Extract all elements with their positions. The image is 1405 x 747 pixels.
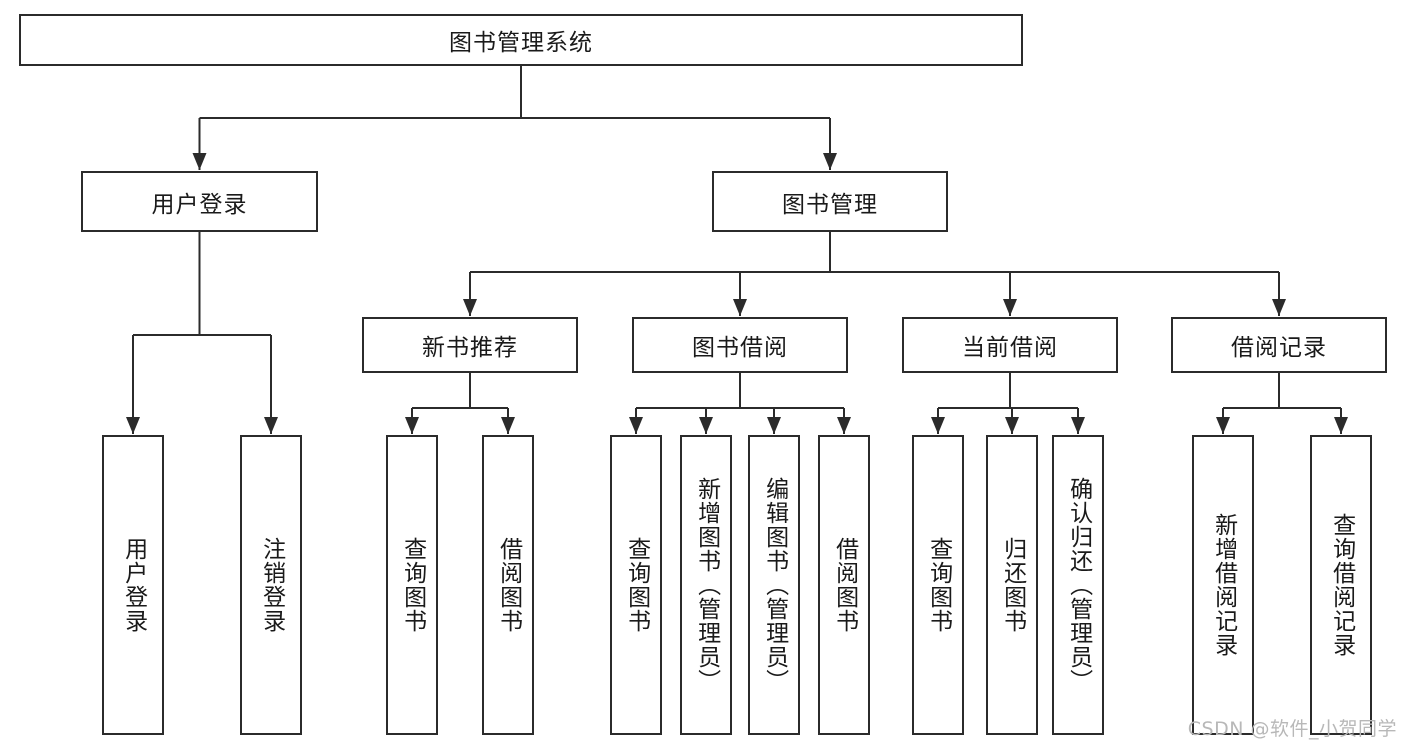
node-leaf-edit-book[interactable]: 编辑图书（管理员） <box>748 435 800 735</box>
node-leaf-query-book-borrow[interactable]: 查询图书 <box>610 435 662 735</box>
node-user-login[interactable]: 用户登录 <box>81 171 318 232</box>
node-leaf-query-book-recommend[interactable]: 查询图书 <box>386 435 438 735</box>
node-leaf-return-book[interactable]: 归还图书 <box>986 435 1038 735</box>
node-leaf-add-book[interactable]: 新增图书（管理员） <box>680 435 732 735</box>
node-leaf-confirm-return[interactable]: 确认归还（管理员） <box>1052 435 1104 735</box>
node-leaf-borrow-book-recommend[interactable]: 借阅图书 <box>482 435 534 735</box>
watermark-credit: CSDN @软件_小贺同学 <box>1187 718 1397 740</box>
node-root[interactable]: 图书管理系统 <box>19 14 1023 66</box>
node-borrow-record[interactable]: 借阅记录 <box>1171 317 1387 373</box>
node-current-borrow[interactable]: 当前借阅 <box>902 317 1118 373</box>
node-leaf-query-book-current[interactable]: 查询图书 <box>912 435 964 735</box>
node-leaf-add-borrow-record[interactable]: 新增借阅记录 <box>1192 435 1254 735</box>
node-new-book-recommend[interactable]: 新书推荐 <box>362 317 578 373</box>
node-leaf-user-logout[interactable]: 注销登录 <box>240 435 302 735</box>
node-leaf-user-login[interactable]: 用户登录 <box>102 435 164 735</box>
node-book-borrow[interactable]: 图书借阅 <box>632 317 848 373</box>
node-leaf-query-borrow-record[interactable]: 查询借阅记录 <box>1310 435 1372 735</box>
node-book-manage[interactable]: 图书管理 <box>712 171 948 232</box>
node-leaf-borrow-book[interactable]: 借阅图书 <box>818 435 870 735</box>
